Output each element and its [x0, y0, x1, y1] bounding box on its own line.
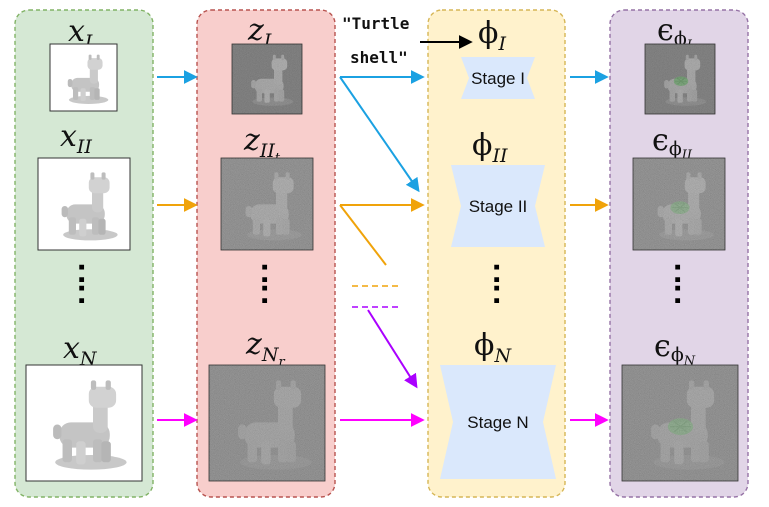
stage-block-2: Stage II	[451, 165, 545, 247]
noise-thumbnail-3	[621, 364, 739, 482]
noise-thumbnail-2	[632, 157, 726, 251]
ellipsis-latents-2: :	[259, 273, 270, 311]
ellipsis-images-2: :	[76, 273, 87, 311]
svg-text:xI: xI	[68, 14, 93, 53]
x-label-1: xI	[68, 14, 93, 53]
noise-thumbnail-1	[644, 43, 716, 115]
arrows	[157, 70, 609, 427]
epsilon-label-3: ϵϕN	[654, 329, 696, 369]
svg-text:Stage II: Stage II	[469, 197, 528, 216]
ellipsis-noise-2: :	[672, 273, 683, 311]
svg-text:xII: xII	[60, 119, 92, 158]
svg-text:ϕI: ϕI	[478, 16, 506, 55]
phi-label-2: ϕII	[472, 128, 508, 167]
svg-text:zIIt: zIIt	[243, 123, 281, 166]
image-thumbnail-1	[49, 43, 118, 112]
ellipsis-stages-2: :	[491, 273, 502, 311]
ellipsis-latents: :	[259, 252, 270, 290]
x-label-2: xII	[60, 119, 92, 158]
stage-block-1: Stage I	[461, 57, 535, 99]
ellipsis-stages: :	[491, 252, 502, 290]
latent-thumbnail-1	[231, 43, 303, 115]
z-label-3: zNr	[245, 327, 285, 370]
ellipsis-images: :	[76, 252, 87, 290]
svg-text:shell": shell"	[350, 48, 408, 67]
svg-text:"Turtle: "Turtle	[342, 14, 409, 33]
svg-text:ϵϕN: ϵϕN	[654, 329, 696, 369]
svg-text:ϕII: ϕII	[472, 128, 508, 167]
svg-text:ϕN: ϕN	[474, 328, 512, 367]
latent-thumbnail-3	[208, 364, 326, 482]
phi-label-3: ϕN	[474, 328, 512, 367]
svg-text:ϵϕII: ϵϕII	[652, 123, 693, 163]
svg-text:Stage I: Stage I	[471, 69, 525, 88]
stage-block-3: Stage N	[440, 365, 556, 479]
ellipsis-noise: :	[672, 252, 683, 290]
z-label-2: zIIt	[243, 123, 281, 166]
image-thumbnail-2	[37, 157, 131, 251]
latent-thumbnail-2	[220, 157, 314, 251]
phi-label-1: ϕI	[478, 16, 506, 55]
text-prompt: "Turtle shell"	[342, 14, 409, 67]
svg-text:zNr: zNr	[245, 327, 285, 370]
svg-text:Stage N: Stage N	[467, 413, 528, 432]
image-thumbnail-3	[25, 364, 143, 482]
epsilon-label-2: ϵϕII	[652, 123, 693, 163]
